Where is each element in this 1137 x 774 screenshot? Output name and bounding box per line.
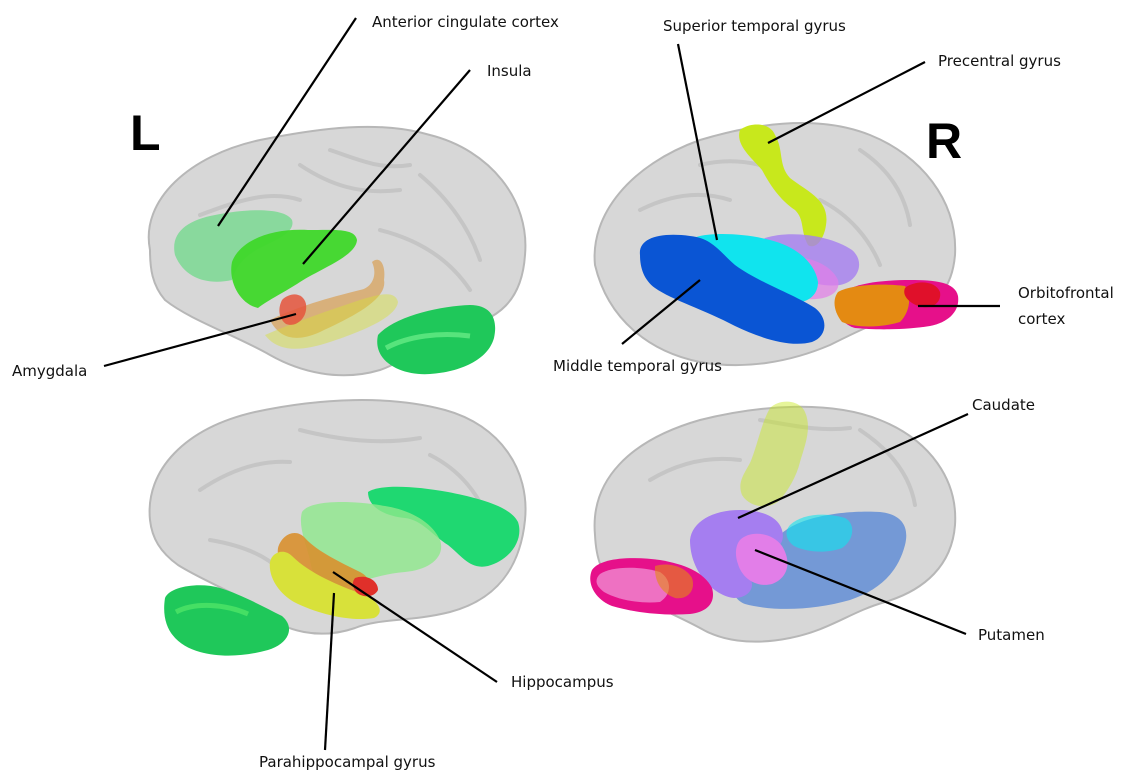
brain-right-medial (590, 402, 955, 642)
left-hemisphere-label: L (130, 105, 161, 161)
label-putamen: Putamen (978, 626, 1045, 644)
brain-right-lateral (595, 123, 959, 365)
label-caudate: Caudate (972, 396, 1035, 414)
label-amygdala: Amygdala (12, 362, 87, 380)
label-insula: Insula (487, 62, 532, 80)
label-hippocampus: Hippocampus (511, 673, 614, 691)
orbitofrontal-orange-region-right (835, 285, 910, 327)
right-hemisphere-label: R (926, 113, 962, 169)
label-orbitofrontal-line2: cortex (1018, 310, 1065, 328)
label-precentral: Precentral gyrus (938, 52, 1061, 70)
label-orbitofrontal-line1: Orbitofrontal (1018, 284, 1114, 302)
label-middle-temporal: Middle temporal gyrus (553, 357, 722, 375)
brain-left-medial (150, 400, 526, 656)
label-parahippocampal: Parahippocampal gyrus (259, 753, 436, 771)
label-superior-temporal: Superior temporal gyrus (663, 17, 846, 35)
label-anterior-cingulate: Anterior cingulate cortex (372, 13, 559, 31)
